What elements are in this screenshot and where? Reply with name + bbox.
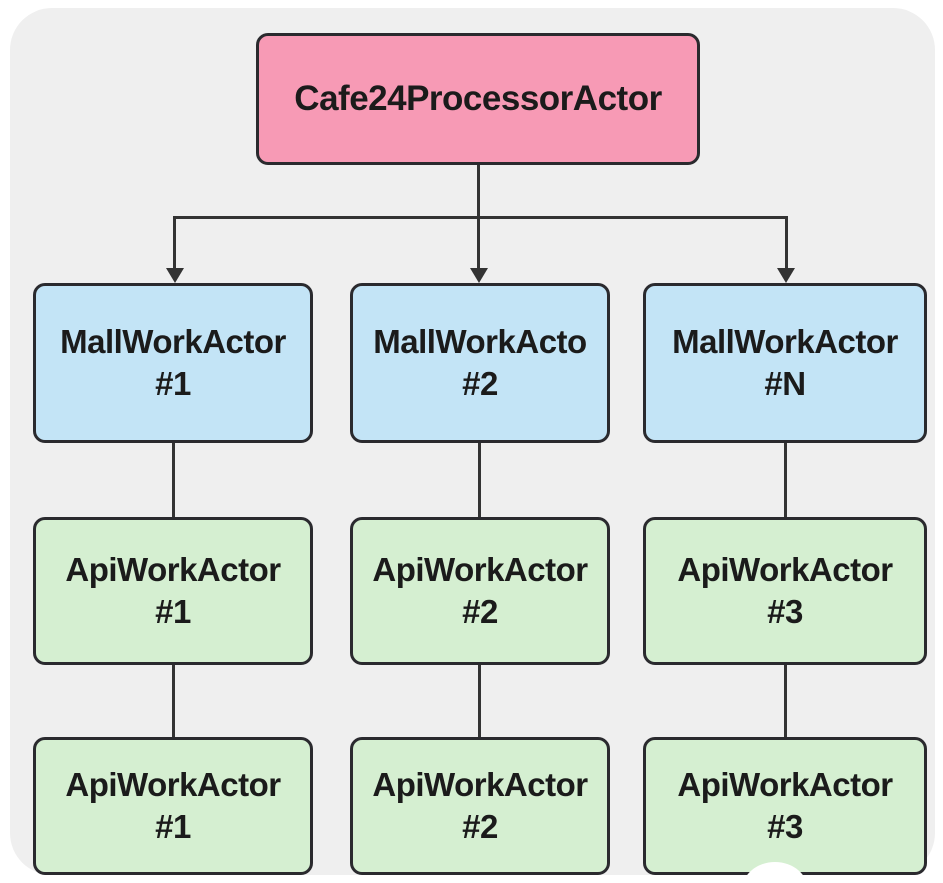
node-label: MallWorkActo xyxy=(373,322,587,360)
connector-col2-link1 xyxy=(478,443,481,517)
connector-branch-bar xyxy=(173,216,788,219)
node-id: #3 xyxy=(767,808,803,845)
connector-col2-link2 xyxy=(478,665,481,737)
node-api-work-actor-r1-1: ApiWorkActor #1 xyxy=(33,517,313,665)
node-mall-work-actor-2: MallWorkActo #2 xyxy=(350,283,610,443)
node-id: #2 xyxy=(462,365,498,402)
node-id: #N xyxy=(764,365,806,402)
connector-drop-center xyxy=(477,216,480,271)
node-label: Cafe24ProcessorActor xyxy=(294,78,662,118)
node-label: MallWorkActor xyxy=(672,322,898,360)
arrow-down-icon xyxy=(166,268,184,283)
node-label: ApiWorkActor xyxy=(677,765,893,803)
node-cafe24-processor-actor: Cafe24ProcessorActor xyxy=(256,33,700,165)
node-id: #1 xyxy=(155,365,191,402)
node-api-work-actor-r2-2: ApiWorkActor #2 xyxy=(350,737,610,875)
connector-root-stem xyxy=(477,165,480,218)
connector-col3-link2 xyxy=(784,665,787,737)
node-label: ApiWorkActor xyxy=(65,550,281,588)
connector-drop-left xyxy=(173,216,176,271)
arrow-down-icon xyxy=(470,268,488,283)
node-id: #1 xyxy=(155,593,191,630)
node-api-work-actor-r2-1: ApiWorkActor #1 xyxy=(33,737,313,875)
node-id: #2 xyxy=(462,808,498,845)
node-label: MallWorkActor xyxy=(60,322,286,360)
node-mall-work-actor-n: MallWorkActor #N xyxy=(643,283,927,443)
node-api-work-actor-r1-3: ApiWorkActor #3 xyxy=(643,517,927,665)
connector-drop-right xyxy=(785,216,788,271)
node-api-work-actor-r1-2: ApiWorkActor #2 xyxy=(350,517,610,665)
cursor-overlay xyxy=(742,862,808,883)
node-mall-work-actor-1: MallWorkActor #1 xyxy=(33,283,313,443)
node-label: ApiWorkActor xyxy=(372,765,588,803)
node-label: ApiWorkActor xyxy=(65,765,281,803)
arrow-down-icon xyxy=(777,268,795,283)
connector-col3-link1 xyxy=(784,443,787,517)
node-id: #1 xyxy=(155,808,191,845)
node-id: #2 xyxy=(462,593,498,630)
connector-col1-link1 xyxy=(172,443,175,517)
node-id: #3 xyxy=(767,593,803,630)
node-api-work-actor-r2-3: ApiWorkActor #3 xyxy=(643,737,927,875)
node-label: ApiWorkActor xyxy=(372,550,588,588)
node-label: ApiWorkActor xyxy=(677,550,893,588)
connector-col1-link2 xyxy=(172,665,175,737)
